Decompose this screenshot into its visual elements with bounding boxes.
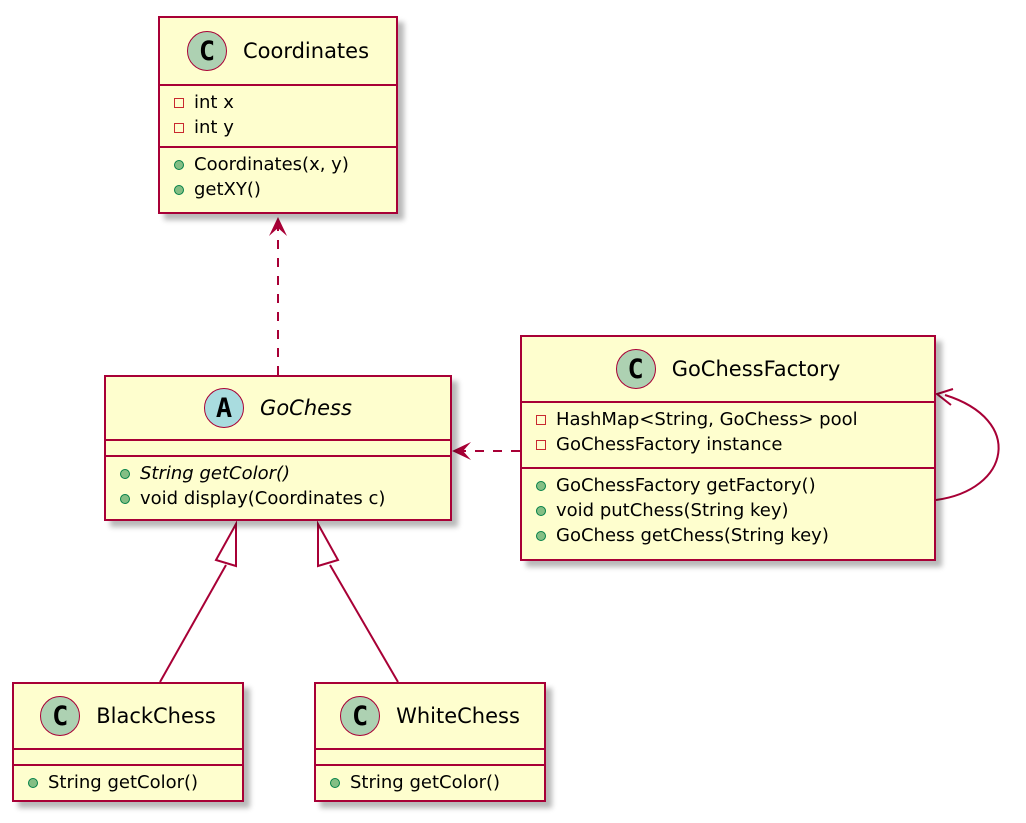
method-row: String getColor() [120,461,450,486]
class-name: BlackChess [96,704,216,728]
class-name: Coordinates [242,39,370,63]
class-gochessfactory[interactable]: C GoChessFactory HashMap<String, GoChess… [520,335,936,561]
inheritance-triangle-white [317,520,340,568]
abstract-method-text: String getColor() [140,463,291,484]
class-coordinates[interactable]: C Coordinates int x int y Coordinates(x,… [158,16,398,214]
public-visibility-icon [536,480,546,491]
abstract-stereotype-icon: A [204,388,245,428]
class-name: WhiteChess [396,704,520,728]
public-visibility-icon [28,777,38,788]
methods-section: String getColor() void display(Coordinat… [106,455,450,519]
method-text: Coordinates(x, y) [194,154,349,175]
fields-section-empty [14,748,242,764]
method-row: String getColor() [330,770,544,795]
field-row: GoChessFactory instance [536,432,934,457]
self-association-arrowhead [934,388,954,406]
method-text: String getColor() [48,772,199,793]
class-name: GoChess [260,396,352,420]
fields-section: int x int y [160,84,396,146]
method-text: void putChess(String key) [556,500,789,521]
method-text: GoChessFactory getFactory() [556,475,816,496]
method-text: String getColor() [350,772,501,793]
class-gochess[interactable]: A GoChess String getColor() void display… [104,375,452,521]
method-text: void display(Coordinates c) [140,488,386,509]
method-row: Coordinates(x, y) [174,152,396,177]
class-header: A GoChess [106,377,450,439]
methods-section: String getColor() [14,764,242,800]
public-visibility-icon [330,777,340,788]
private-visibility-icon [536,439,546,450]
class-stereotype-icon: C [186,31,227,71]
method-row: void display(Coordinates c) [120,486,450,511]
class-whitechess[interactable]: C WhiteChess String getColor() [314,682,546,802]
public-visibility-icon [174,159,184,170]
method-row: GoChessFactory getFactory() [536,473,934,498]
public-visibility-icon [536,530,546,541]
inheritance-blackchess-gochess [159,564,227,683]
method-text: GoChess getChess(String key) [556,525,829,546]
public-visibility-icon [174,184,184,195]
public-visibility-icon [120,468,130,479]
class-header: C BlackChess [14,684,242,748]
private-visibility-icon [174,122,184,133]
class-stereotype-icon: C [340,696,381,736]
class-stereotype-icon: C [40,696,81,736]
private-visibility-icon [536,414,546,425]
class-stereotype-icon: C [615,349,656,389]
methods-section: String getColor() [316,764,544,800]
field-row: int x [174,90,396,115]
fields-section-empty [106,439,450,455]
class-header: C Coordinates [160,18,396,84]
private-visibility-icon [174,97,184,108]
method-row: void putChess(String key) [536,498,934,523]
fields-section-empty [316,748,544,764]
inheritance-whitechess-gochess [329,564,399,683]
field-text: int x [194,92,234,113]
class-header: C WhiteChess [316,684,544,748]
dependency-arrowhead-coordinates [269,217,287,236]
fields-section: HashMap<String, GoChess> pool GoChessFac… [522,401,934,467]
class-header: C GoChessFactory [522,337,934,401]
inheritance-triangle-black [214,520,237,568]
field-text: HashMap<String, GoChess> pool [556,409,858,430]
method-row: getXY() [174,177,396,202]
methods-section: Coordinates(x, y) getXY() [160,146,396,212]
field-row: int y [174,115,396,140]
public-visibility-icon [120,493,130,504]
field-text: GoChessFactory instance [556,434,783,455]
public-visibility-icon [536,505,546,516]
method-row: GoChess getChess(String key) [536,523,934,548]
field-row: HashMap<String, GoChess> pool [536,407,934,432]
self-association-factory [935,394,1000,501]
method-text: getXY() [194,179,261,200]
method-row: String getColor() [28,770,242,795]
dependency-arrowhead-gochess [452,442,471,460]
field-text: int y [194,117,234,138]
class-name: GoChessFactory [671,357,841,381]
methods-section: GoChessFactory getFactory() void putChes… [522,467,934,559]
class-blackchess[interactable]: C BlackChess String getColor() [12,682,244,802]
